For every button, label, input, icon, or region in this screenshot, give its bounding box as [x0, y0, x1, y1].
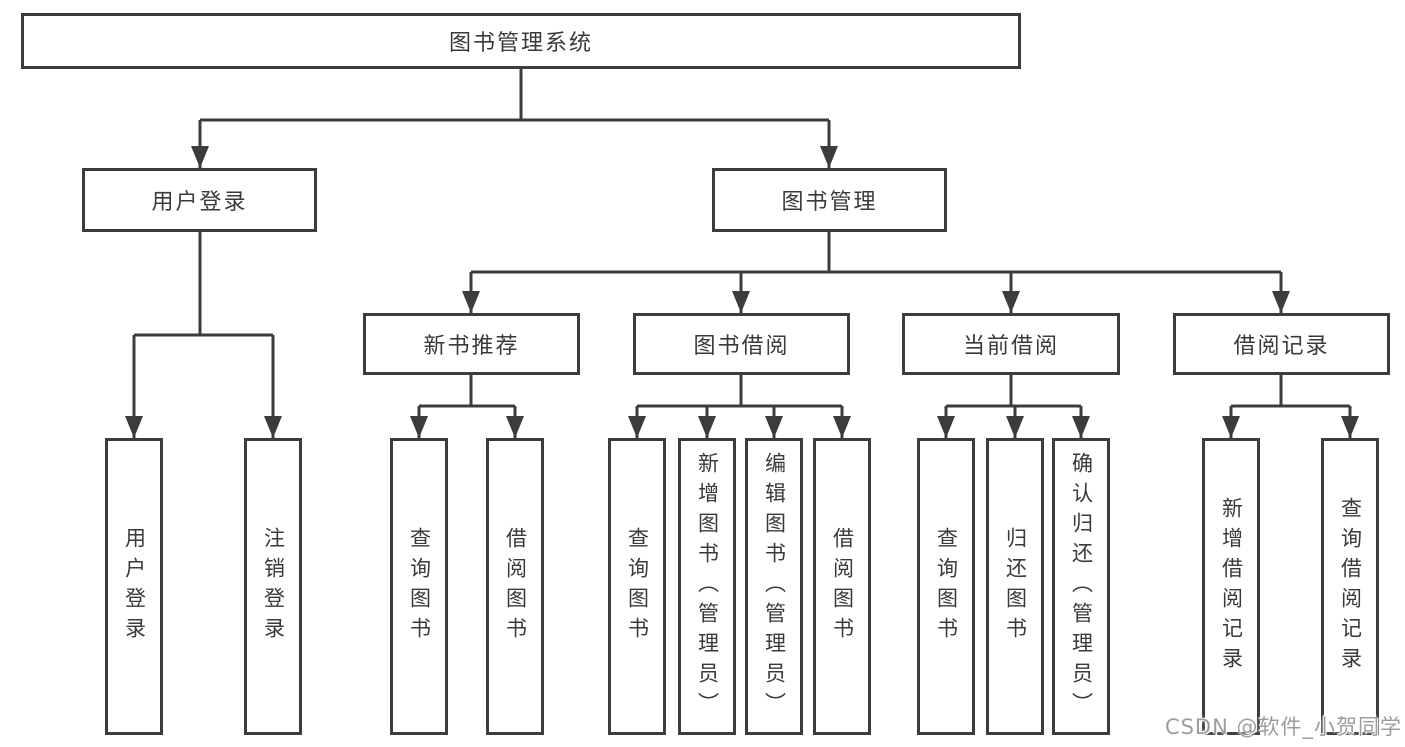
- leaf-add-book-admin: 新增图书（管理员）: [678, 438, 736, 735]
- leaf-user-login: 用户登录: [105, 438, 163, 735]
- node-borrow-records: 借阅记录: [1173, 313, 1390, 375]
- leaf-label: 借阅图书: [830, 526, 855, 647]
- node-root: 图书管理系统: [21, 13, 1021, 69]
- node-book-management: 图书管理: [712, 168, 947, 232]
- leaf-query-books-borrow: 查询图书: [608, 438, 666, 735]
- leaf-query-books-current: 查询图书: [917, 438, 975, 735]
- leaf-label: 查询借阅记录: [1338, 496, 1363, 677]
- leaf-label: 查询图书: [934, 526, 959, 647]
- leaf-borrow-books-borrow: 借阅图书: [813, 438, 871, 735]
- leaf-query-borrow-record: 查询借阅记录: [1321, 438, 1379, 735]
- node-user-login: 用户登录: [82, 168, 317, 232]
- leaf-label: 新增借阅记录: [1219, 496, 1244, 677]
- leaf-return-book: 归还图书: [986, 438, 1044, 735]
- leaf-logout: 注销登录: [244, 438, 302, 735]
- leaf-label: 借阅图书: [503, 526, 528, 647]
- node-current-borrowing: 当前借阅: [902, 313, 1120, 375]
- node-new-book-recommend: 新书推荐: [363, 313, 580, 375]
- leaf-confirm-return-admin: 确认归还（管理员）: [1052, 438, 1110, 735]
- leaf-query-books-recommend: 查询图书: [390, 438, 448, 735]
- leaf-add-borrow-record: 新增借阅记录: [1202, 438, 1260, 735]
- node-book-borrowing: 图书借阅: [633, 313, 850, 375]
- leaf-label: 编辑图书（管理员）: [762, 451, 787, 722]
- leaf-label: 归还图书: [1003, 526, 1028, 647]
- leaf-label: 查询图书: [625, 526, 650, 647]
- watermark: CSDN @软件_小贺同学: [1164, 715, 1402, 739]
- leaf-edit-book-admin: 编辑图书（管理员）: [745, 438, 803, 735]
- leaf-borrow-books-recommend: 借阅图书: [486, 438, 544, 735]
- leaf-label: 查询图书: [407, 526, 432, 647]
- leaf-label: 确认归还（管理员）: [1069, 451, 1094, 722]
- leaf-label: 注销登录: [261, 526, 286, 647]
- leaf-label: 用户登录: [122, 526, 147, 647]
- arrowheads: [125, 146, 1359, 438]
- leaf-label: 新增图书（管理员）: [695, 451, 720, 722]
